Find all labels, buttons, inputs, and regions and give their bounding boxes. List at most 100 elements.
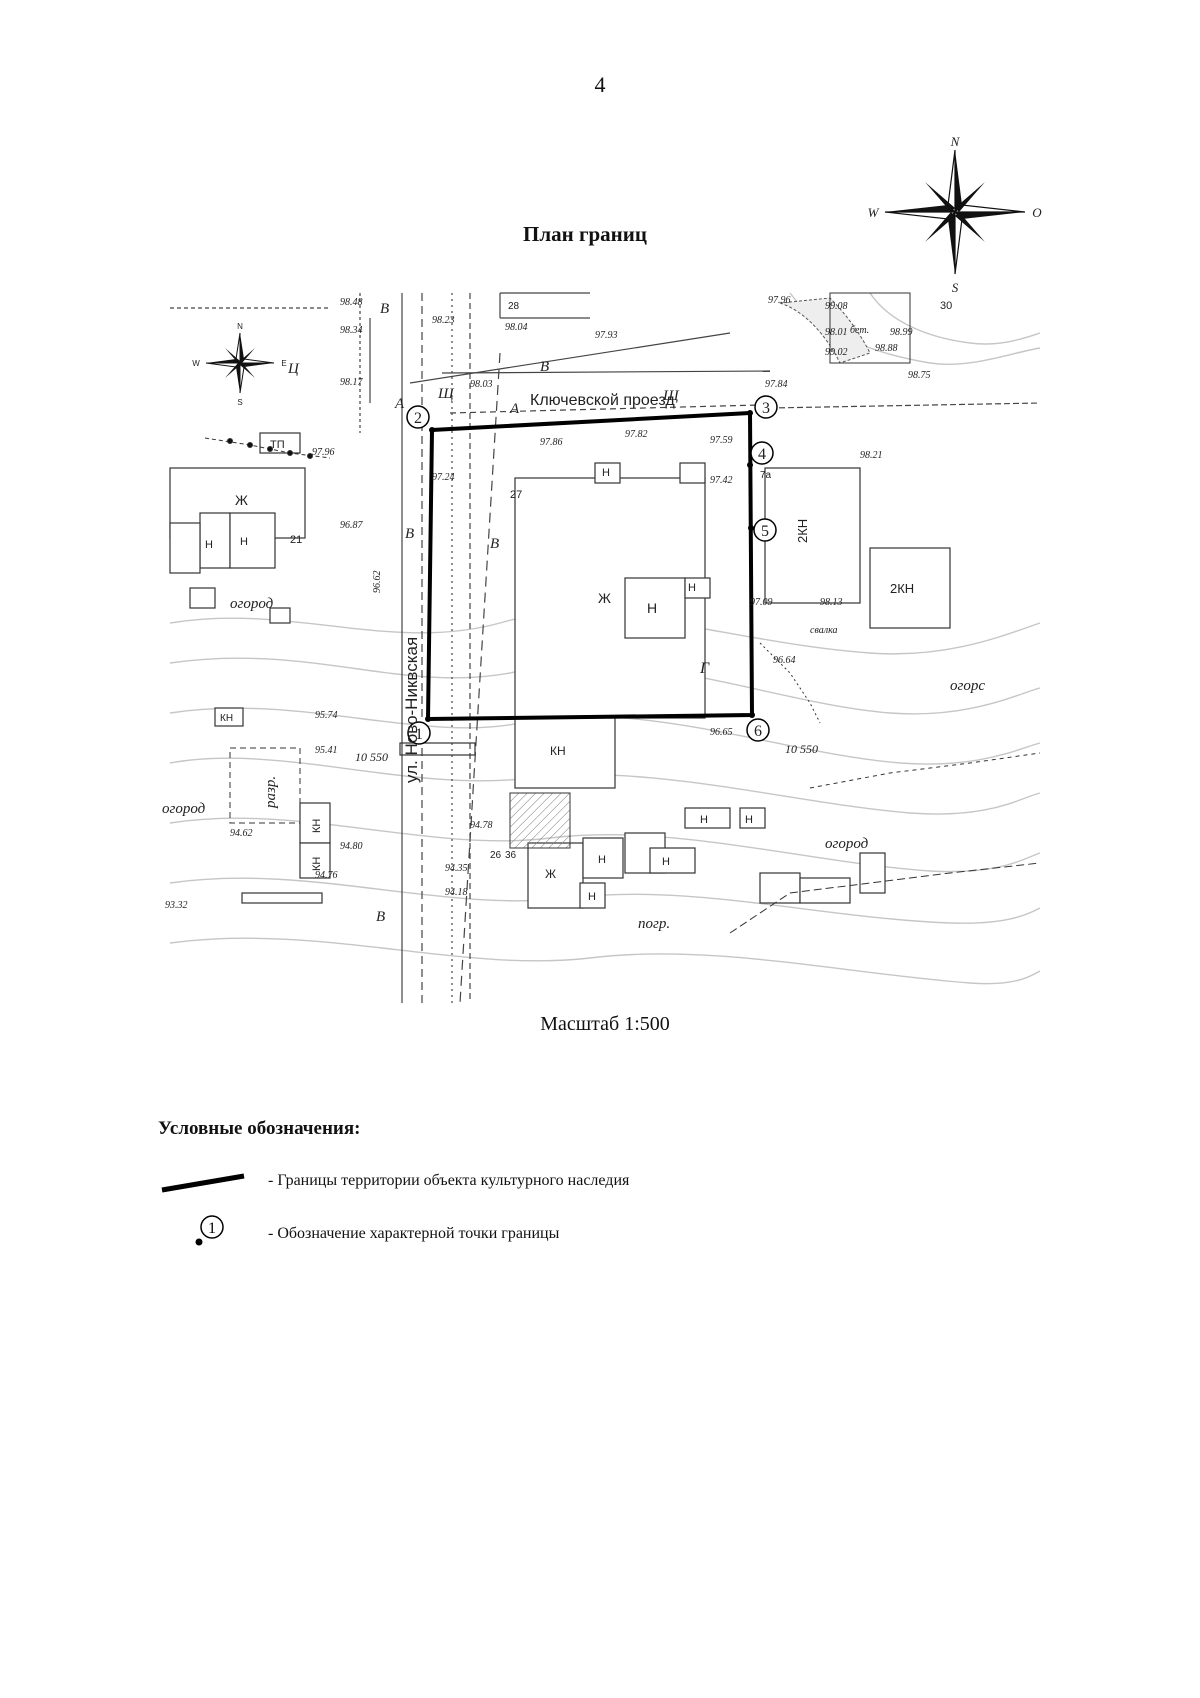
- label-tp: ТП: [270, 439, 285, 451]
- area-g: Г: [699, 660, 710, 677]
- area-ogorod-south: огород: [825, 836, 869, 852]
- building-kn-sw3: КН: [311, 857, 323, 871]
- elevation: 98.03: [470, 379, 493, 390]
- small-compass-s: S: [237, 398, 242, 407]
- house-num-26: 26: [490, 850, 502, 861]
- bet-area: [829, 292, 911, 364]
- elevation: 93.32: [165, 900, 188, 911]
- house-num-27: 27: [510, 489, 522, 501]
- small-compass-icon: N S W E: [192, 322, 286, 407]
- building-n-2: Н: [688, 582, 696, 594]
- elevation: 94.80: [340, 841, 363, 852]
- small-compass-n: N: [237, 322, 243, 331]
- elevation: 94.78: [470, 820, 493, 831]
- area-ogorod-west: огород: [230, 596, 274, 612]
- line-letter-v: В: [380, 301, 389, 317]
- elevation: 98.23: [432, 315, 455, 326]
- boundary-point-4-label: 4: [758, 446, 766, 463]
- main-building-zh: Ж: [598, 590, 611, 606]
- line-letter-v: В: [490, 536, 499, 552]
- building-kn-sw2: КН: [311, 819, 323, 833]
- elevation: 97.24: [432, 472, 455, 483]
- elevation: 95.74: [315, 710, 338, 721]
- building-n-8: Н: [700, 814, 708, 826]
- area-ogorod-southwest: огород: [162, 801, 206, 817]
- boundary-point-1: 1: [407, 716, 431, 745]
- street-name-label: ул. Ново-Никвская: [402, 637, 421, 783]
- boundary-point-symbol: 1: [195, 1215, 224, 1246]
- area-svalka: свалка: [810, 625, 838, 636]
- elevation: 98.75: [908, 370, 931, 381]
- legend-point-label: 1: [208, 1220, 216, 1237]
- elevation: 94.18: [445, 887, 468, 898]
- page-title: План границ: [523, 222, 647, 246]
- line-letter-v: В: [540, 359, 549, 375]
- elevation: 98.34: [340, 325, 363, 336]
- building-kn-south: КН: [550, 744, 566, 758]
- boundary-point-2: 2: [406, 405, 435, 433]
- boundary-point-3: 3: [747, 395, 778, 419]
- area-pogr: погр.: [638, 916, 670, 932]
- elevation: 96.64: [773, 655, 796, 666]
- building-n-6: Н: [588, 891, 596, 903]
- boundary-point-1-label: 1: [415, 726, 423, 743]
- elevation: 97.09: [750, 597, 773, 608]
- boundary-point-2-label: 2: [414, 410, 422, 427]
- compass-e-label: O: [1032, 205, 1042, 220]
- elevation: 95.41: [315, 745, 338, 756]
- area-ogorod-east: огорс: [950, 678, 985, 694]
- line-letter-v: В: [376, 909, 385, 925]
- elevation: 98.48: [340, 297, 363, 308]
- line-letter-a: А: [394, 396, 405, 412]
- paved-area: [779, 297, 871, 364]
- elevation: 96.87: [340, 520, 364, 531]
- elevation: 98.88: [875, 343, 898, 354]
- house-num-21: 21: [290, 534, 302, 546]
- legend-title: Условные обозначения:: [158, 1118, 361, 1139]
- boundary-point-4: 4: [747, 441, 774, 468]
- map-scale: Масштаб 1:500: [540, 1013, 670, 1035]
- elevation: 96.62: [372, 571, 383, 594]
- razr-area: [229, 747, 301, 824]
- elevation: 97.96: [312, 447, 335, 458]
- line-letter-sh: Щ: [437, 386, 455, 402]
- elevation: 94.35: [445, 863, 468, 874]
- elevation: 97.86: [540, 437, 563, 448]
- area-bet: бет.: [850, 325, 869, 336]
- house-num-36: 36: [505, 850, 517, 861]
- building-2kn-east: 2КН: [795, 519, 810, 543]
- contour-lines: [169, 292, 1041, 985]
- building-kn-sw1: КН: [220, 713, 233, 724]
- boundary-point-6: 6: [746, 712, 770, 742]
- line-letter-sh: Щ: [662, 388, 680, 404]
- page-number: 4: [594, 72, 606, 97]
- small-compass-e: E: [281, 359, 286, 368]
- west-building-zh: Ж: [235, 492, 248, 508]
- elevation: 97.59: [710, 435, 733, 446]
- line-letter-v: В: [405, 526, 414, 542]
- elevation: 98.99: [890, 327, 913, 338]
- boundary-point-5: 5: [748, 518, 777, 542]
- boundary-line-symbol: [161, 1173, 245, 1193]
- lane-name-label: Ключевской проезд: [530, 392, 675, 409]
- elevation: 97.42: [710, 475, 733, 486]
- small-compass-w: W: [192, 359, 200, 368]
- compass-s-label: S: [952, 280, 959, 295]
- line-letter-ts: Ц: [287, 361, 300, 377]
- compass-n-label: N: [950, 134, 961, 149]
- elevation: 97.84: [765, 379, 788, 390]
- buildings: [169, 432, 951, 909]
- house-num-7a: 7а: [760, 470, 772, 481]
- elevation: 98.13: [820, 597, 843, 608]
- contour-value: 10 550: [355, 750, 388, 764]
- elevation: 99.02: [825, 347, 848, 358]
- area-razr: разр.: [263, 776, 279, 809]
- building-zh-south: Ж: [545, 867, 556, 881]
- elevation: 96.65: [710, 727, 733, 738]
- house-num-28: 28: [508, 301, 520, 312]
- elevation: 97.82: [625, 429, 648, 440]
- elevation: 98.04: [505, 322, 528, 333]
- elevation: 99.08: [825, 301, 848, 312]
- compass-rose-icon: N S W O: [868, 134, 1043, 295]
- boundary-point-6-label: 6: [754, 723, 762, 740]
